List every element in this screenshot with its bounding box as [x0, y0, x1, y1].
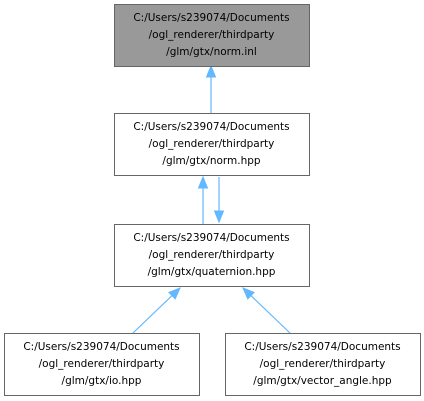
- nodes-layer: C:/Users/s239074/Documents/ogl_renderer/…: [4, 4, 421, 396]
- node-label-line: C:/Users/s239074/Documents: [133, 232, 289, 244]
- edge-vector-angle-hpp-to-quaternion-hpp: [242, 287, 291, 334]
- edges-layer: [132, 64, 291, 334]
- node-label-line: /ogl_renderer/thirdparty: [149, 249, 275, 261]
- node-label-line: C:/Users/s239074/Documents: [133, 12, 289, 24]
- arrowhead-icon: [242, 287, 255, 300]
- edge-norm-hpp-to-quaternion-hpp: [213, 177, 225, 224]
- edge-line: [132, 295, 173, 334]
- node-label-line: /glm/gtx/quaternion.hpp: [148, 266, 276, 278]
- node-label-line: /ogl_renderer/thirdparty: [260, 358, 386, 370]
- arrowhead-icon: [168, 287, 181, 300]
- node-label-line: /ogl_renderer/thirdparty: [149, 29, 275, 41]
- edge-line: [250, 295, 291, 334]
- edge-quaternion-hpp-to-norm-hpp: [197, 175, 209, 224]
- edge-norm-hpp-to-norm-inl: [205, 64, 217, 113]
- node-label-line: /ogl_renderer/thirdparty: [149, 138, 275, 150]
- node-box: [114, 4, 310, 67]
- node-io-hpp[interactable]: C:/Users/s239074/Documents/ogl_renderer/…: [4, 333, 200, 396]
- node-box: [114, 224, 310, 287]
- node-box: [114, 113, 310, 176]
- node-vector-angle-hpp[interactable]: C:/Users/s239074/Documents/ogl_renderer/…: [225, 333, 421, 396]
- node-label-line: C:/Users/s239074/Documents: [244, 341, 400, 353]
- edge-io-hpp-to-quaternion-hpp: [132, 287, 181, 334]
- node-norm-inl[interactable]: C:/Users/s239074/Documents/ogl_renderer/…: [114, 4, 310, 67]
- arrowhead-icon: [205, 64, 217, 78]
- node-quaternion-hpp[interactable]: C:/Users/s239074/Documents/ogl_renderer/…: [114, 224, 310, 287]
- node-label-line: C:/Users/s239074/Documents: [23, 341, 179, 353]
- arrowhead-icon: [213, 210, 225, 224]
- node-label-line: /glm/gtx/norm.inl: [166, 46, 257, 58]
- node-box: [4, 333, 200, 396]
- node-label-line: /glm/gtx/norm.hpp: [162, 155, 261, 167]
- node-label-line: C:/Users/s239074/Documents: [133, 121, 289, 133]
- arrowhead-icon: [197, 175, 209, 189]
- node-label-line: /glm/gtx/vector_angle.hpp: [253, 375, 392, 387]
- node-label-line: /glm/gtx/io.hpp: [62, 375, 142, 387]
- node-norm-hpp[interactable]: C:/Users/s239074/Documents/ogl_renderer/…: [114, 113, 310, 176]
- node-label-line: /ogl_renderer/thirdparty: [39, 358, 165, 370]
- node-box: [225, 333, 421, 396]
